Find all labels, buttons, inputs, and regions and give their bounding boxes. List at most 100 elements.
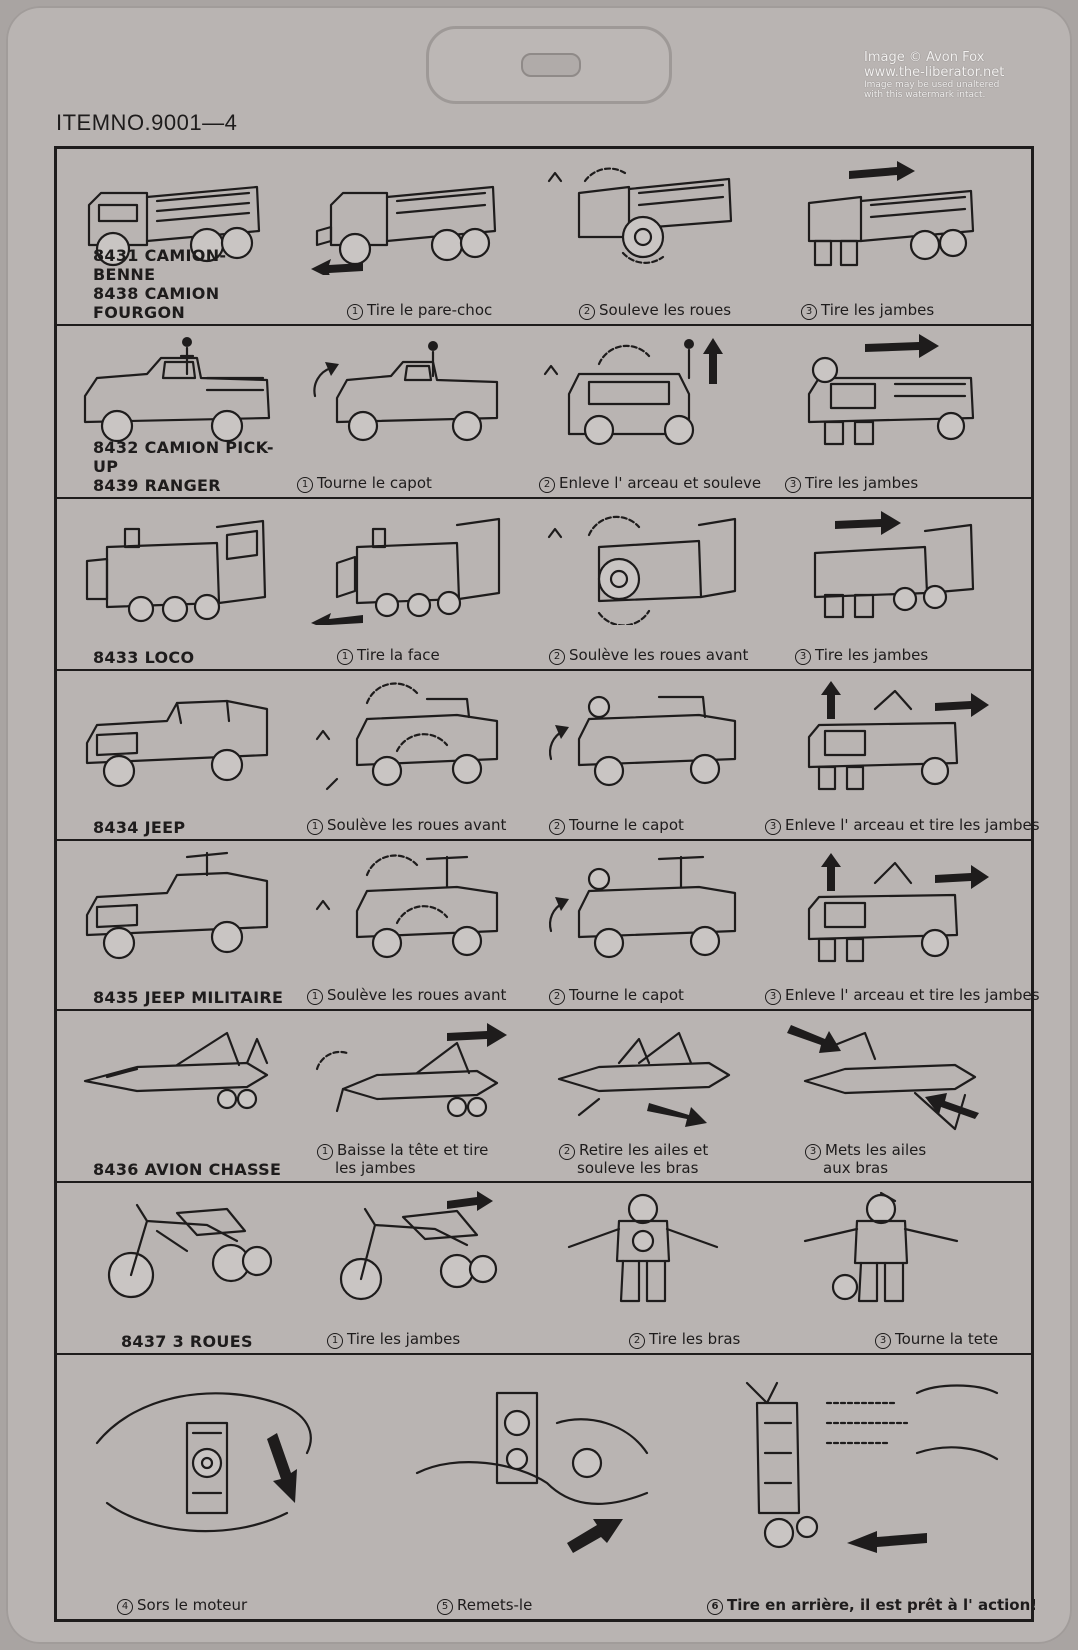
step-number: 2 — [539, 477, 555, 493]
step-text: Tire les jambes — [815, 646, 929, 664]
step-number: 1 — [307, 819, 323, 835]
step-number: 3 — [785, 477, 801, 493]
step-number: 2 — [549, 649, 565, 665]
jeep-militaire-step-3-illustration — [807, 853, 989, 963]
loco-step-3-illustration — [813, 511, 975, 619]
jeep-step-3-illustration — [807, 681, 989, 791]
avion-chasse-step-1-illustration — [315, 1023, 507, 1118]
step-text: Retire les ailes et — [579, 1141, 709, 1159]
vehicle-name-line-1: 8431 CAMION-BENNE — [93, 246, 227, 284]
step-number: 3 — [875, 1333, 891, 1349]
pick-up-step-1-illustration — [313, 341, 499, 442]
3-roues-step-3-illustration — [803, 1191, 959, 1303]
avion-chasse-illustration — [83, 1031, 269, 1110]
jeep-step-1-illustration — [315, 682, 499, 791]
step-number: 2 — [549, 989, 565, 1005]
step-text-line-2: souleve les bras — [577, 1159, 699, 1177]
vehicle-name-line-1: 8436 AVION CHASSE — [93, 1160, 282, 1179]
hanger-slot — [521, 53, 581, 77]
dump-truck-step-3-illustration — [807, 161, 975, 267]
vehicle-name-line-1: 8435 JEEP MILITAIRE — [93, 988, 284, 1007]
step-text: Tire le pare-choc — [367, 301, 493, 319]
step-text: Tourne la tete — [895, 1330, 999, 1348]
step-text: Tire la face — [357, 646, 440, 664]
vehicle-panel: 8434 JEEP — [57, 671, 287, 839]
step-text: Souleve les roues — [599, 301, 732, 319]
step-number: 3 — [801, 304, 817, 320]
vehicle-name: 8433 LOCO — [93, 648, 194, 667]
step-number: 6 — [707, 1599, 723, 1615]
vehicle-name-line-2: 8438 CAMION FOURGON — [93, 284, 220, 322]
step-number: 4 — [117, 1599, 133, 1615]
step-text: Tire en arrière, il est prêt à l' action… — [727, 1596, 1038, 1614]
step-5-hand-illustration — [415, 1391, 649, 1553]
dump-truck-step-1-illustration — [311, 185, 497, 275]
step-number: 2 — [559, 1144, 575, 1160]
step-number: 1 — [337, 649, 353, 665]
watermark: Image © Avon Fox www.the-liberator.net I… — [864, 50, 1044, 100]
3-roues-step-1-illustration — [339, 1191, 498, 1301]
vehicle-name: 8437 3 ROUES — [121, 1332, 253, 1351]
step-text: Tourne le capot — [569, 816, 684, 834]
watermark-line-1: Image © Avon Fox — [864, 50, 985, 65]
step-number: 1 — [327, 1333, 343, 1349]
vehicle-panel: 8433 LOCO — [57, 499, 287, 669]
3-roues-step-2-illustration — [567, 1193, 719, 1303]
loco-illustration — [85, 519, 267, 623]
step-number: 5 — [437, 1599, 453, 1615]
watermark-line-2: www.the-liberator.net — [864, 65, 1005, 80]
dump-truck-step-2-illustration — [547, 167, 733, 264]
step-text: Enleve l' arceau et souleve — [559, 474, 762, 492]
vehicle-name-line-1: 8432 CAMION PICK-UP — [93, 438, 274, 476]
step-text: Soulève les roues avant — [327, 986, 507, 1004]
step-number: 1 — [297, 477, 313, 493]
step-text: Tire les bras — [649, 1330, 741, 1348]
pick-up-illustration — [83, 337, 271, 443]
step-text: Enleve l' arceau et tire les jambes — [785, 816, 1040, 834]
step-number: 1 — [317, 1144, 333, 1160]
item-number: ITEMNO.9001—4 — [56, 110, 238, 135]
step-text: Tire les jambes — [821, 301, 935, 319]
loco-step-1-illustration — [311, 517, 501, 625]
vehicle-name: 8431 CAMION-BENNE 8438 CAMION FOURGON — [93, 246, 287, 322]
step-text: Mets les ailes — [825, 1141, 927, 1159]
step-number: 2 — [579, 304, 595, 320]
pick-up-step-3-illustration — [807, 334, 975, 446]
step-text: Soulève les roues avant — [327, 816, 507, 834]
step-number: 3 — [765, 819, 781, 835]
